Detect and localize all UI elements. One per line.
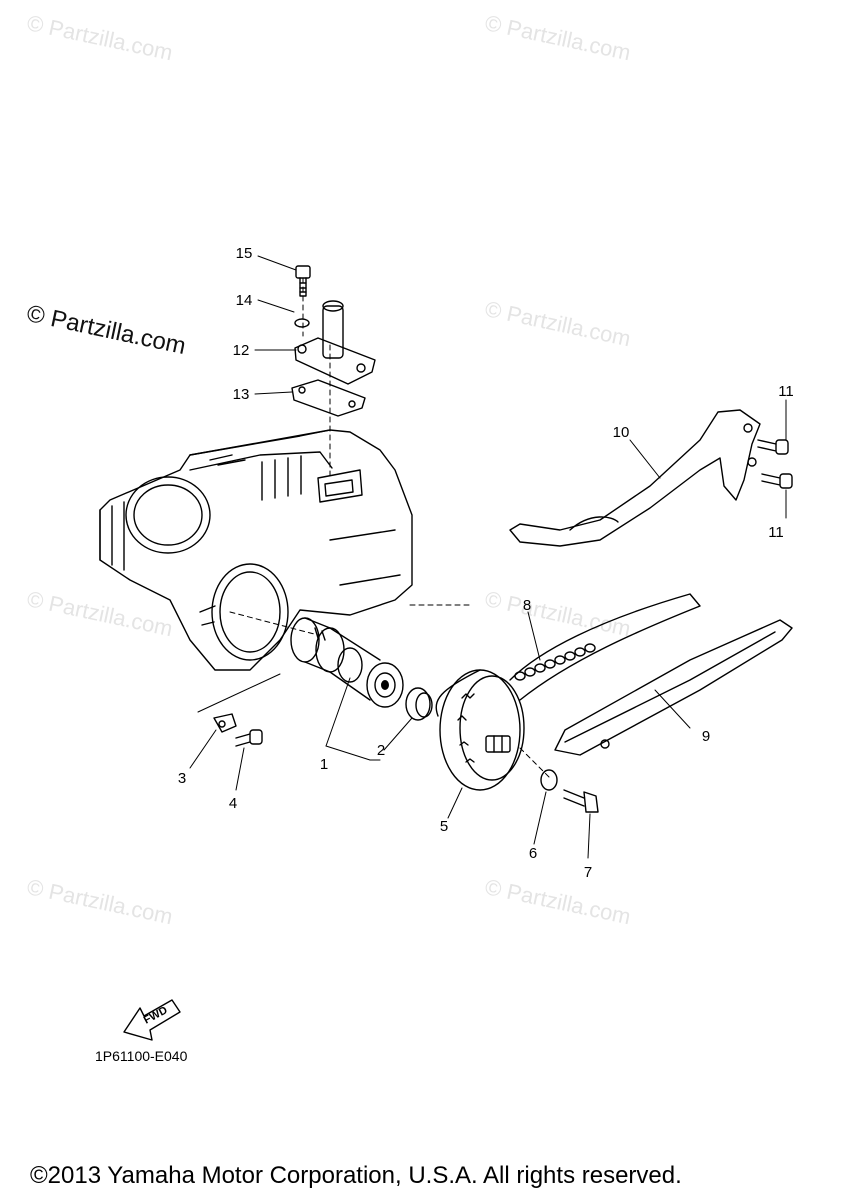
- cam-chain-tensioner: [294, 300, 376, 385]
- callout-7: 7: [583, 864, 593, 881]
- sprocket-bolt: [563, 789, 599, 813]
- callout-5: 5: [439, 818, 449, 835]
- callout-11-lower: 11: [768, 524, 784, 541]
- callout-12: 12: [232, 342, 250, 359]
- callout-8: 8: [522, 597, 532, 614]
- cam-sprocket: [439, 669, 525, 791]
- callout-4: 4: [228, 795, 238, 812]
- callout-9: 9: [701, 728, 711, 745]
- washer: [294, 318, 310, 328]
- arm-bolt: [757, 439, 789, 455]
- callout-2: 2: [376, 742, 386, 759]
- cylinder-head: [99, 429, 413, 671]
- callout-11-upper: 11: [778, 383, 794, 400]
- leader-lines: [189, 255, 787, 859]
- callout-1: 1: [319, 756, 329, 773]
- fwd-arrow-icon: [123, 999, 181, 1041]
- plate-bolt: [235, 729, 263, 747]
- center-lines: [229, 277, 551, 779]
- tensioner-gasket: [291, 379, 366, 417]
- camshaft-detail: [381, 680, 389, 690]
- diagram-code: 1P61100-E040: [95, 1048, 188, 1064]
- chain-guide: [554, 619, 793, 756]
- callout-13: 13: [232, 386, 250, 403]
- arm-bolt: [761, 473, 793, 489]
- cam-chain: [435, 593, 701, 717]
- sprocket-washer: [540, 769, 558, 791]
- copyright-notice: ©2013 Yamaha Motor Corporation, U.S.A. A…: [30, 1162, 682, 1189]
- chain-tensioner-arm: [509, 409, 761, 547]
- callout-10: 10: [612, 424, 630, 441]
- camshaft: [290, 617, 404, 708]
- fwd-label: FWD: [142, 1004, 170, 1026]
- lock-plate: [213, 713, 237, 733]
- callout-6: 6: [528, 845, 538, 862]
- tensioner-bolt: [295, 265, 311, 297]
- dowel-pin: [405, 687, 433, 721]
- callout-14: 14: [235, 292, 253, 309]
- callout-15: 15: [235, 245, 253, 262]
- callout-3: 3: [177, 770, 187, 787]
